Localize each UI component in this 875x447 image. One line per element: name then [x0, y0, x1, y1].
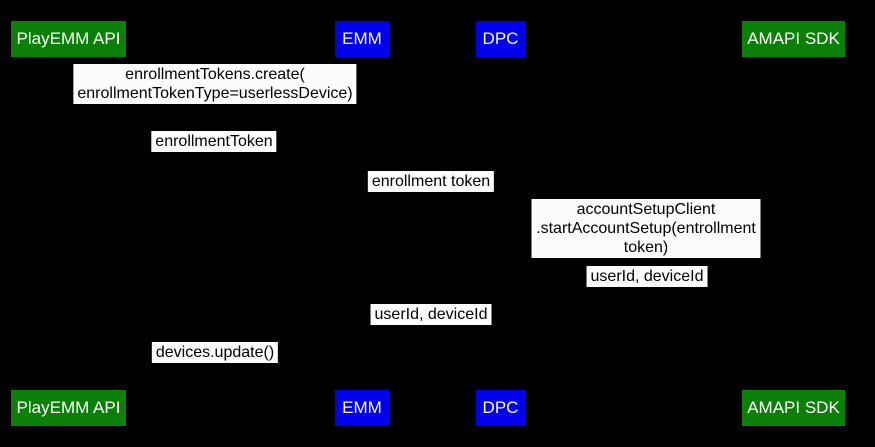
message-enrollment-token-to-dpc: enrollment token: [367, 171, 495, 192]
actor-playemm-api-top: PlayEMM API: [11, 21, 126, 57]
actor-amapi-sdk-top: AMAPI SDK: [742, 21, 845, 57]
message-enrollment-token-response: enrollmentToken: [151, 131, 277, 152]
actor-amapi-sdk-bottom: AMAPI SDK: [742, 390, 845, 426]
message-start-account-setup: accountSetupClient .startAccountSetup(en…: [531, 199, 761, 258]
message-devices-update: devices.update(): [151, 342, 279, 363]
message-userid-deviceid-to-emm: userId, deviceId: [370, 304, 492, 325]
actor-playemm-api-bottom: PlayEMM API: [11, 390, 126, 426]
actor-emm-top: EMM: [335, 21, 389, 57]
actor-emm-bottom: EMM: [335, 390, 389, 426]
message-userid-deviceid-from-amapi: userId, deviceId: [586, 266, 708, 287]
actor-dpc-top: DPC: [476, 21, 525, 57]
message-enrollment-tokens-create: enrollmentTokens.create( enrollmentToken…: [73, 64, 357, 104]
actor-dpc-bottom: DPC: [476, 390, 525, 426]
